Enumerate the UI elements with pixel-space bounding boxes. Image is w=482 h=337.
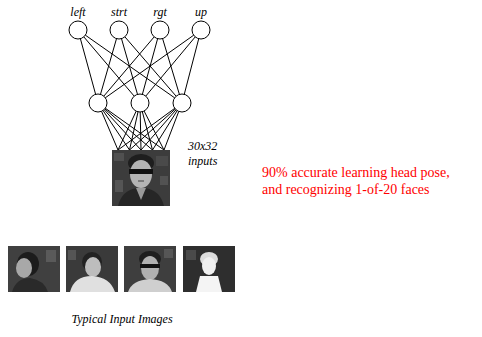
unit-circle-frame	[68, 20, 88, 40]
output-unit: rgt	[138, 6, 182, 40]
weight-line	[153, 111, 178, 150]
figure-caption: Typical Input Images	[71, 312, 172, 327]
weight-line	[144, 111, 164, 150]
weight-line	[85, 35, 174, 98]
unit-circle	[151, 21, 169, 39]
weight-line	[184, 39, 198, 95]
unit-circle-frame	[150, 20, 170, 40]
weight-line	[104, 37, 154, 96]
input-image	[112, 150, 170, 206]
unit-label: rgt	[153, 6, 167, 19]
weight-line	[130, 112, 139, 150]
output-unit: strt	[97, 6, 141, 40]
hidden-unit	[173, 94, 191, 112]
weight-line	[130, 109, 176, 150]
weight-line	[125, 37, 176, 96]
output-unit: up	[179, 6, 223, 40]
sample-image	[66, 246, 118, 292]
unit-label: strt	[111, 6, 127, 19]
hidden-unit	[131, 94, 149, 112]
input-size-label: 30x32 inputs	[188, 139, 228, 169]
unit-circle-frame	[109, 20, 129, 40]
weight-line	[146, 37, 195, 96]
weight-line	[105, 35, 193, 98]
unit-label: left	[70, 6, 85, 19]
unit-circle	[110, 21, 128, 39]
weight-line	[141, 110, 176, 150]
output-unit: left	[56, 6, 100, 40]
weight-line	[140, 112, 142, 150]
result-note: 90% accurate learning head pose, and rec…	[262, 164, 467, 198]
weight-line	[80, 39, 95, 95]
unit-circle-frame	[191, 20, 211, 40]
unit-circle	[69, 21, 87, 39]
weight-line	[102, 111, 118, 150]
unit-circle	[192, 21, 210, 39]
hidden-units	[89, 94, 191, 112]
hidden-unit	[89, 94, 107, 112]
sample-image	[8, 246, 60, 292]
sample-image	[124, 246, 176, 292]
weight-line	[100, 39, 116, 95]
weight-line	[105, 108, 164, 150]
unit-label: up	[195, 6, 207, 19]
sample-image	[183, 246, 235, 292]
weight-line	[84, 37, 134, 96]
weight-line	[164, 111, 179, 150]
